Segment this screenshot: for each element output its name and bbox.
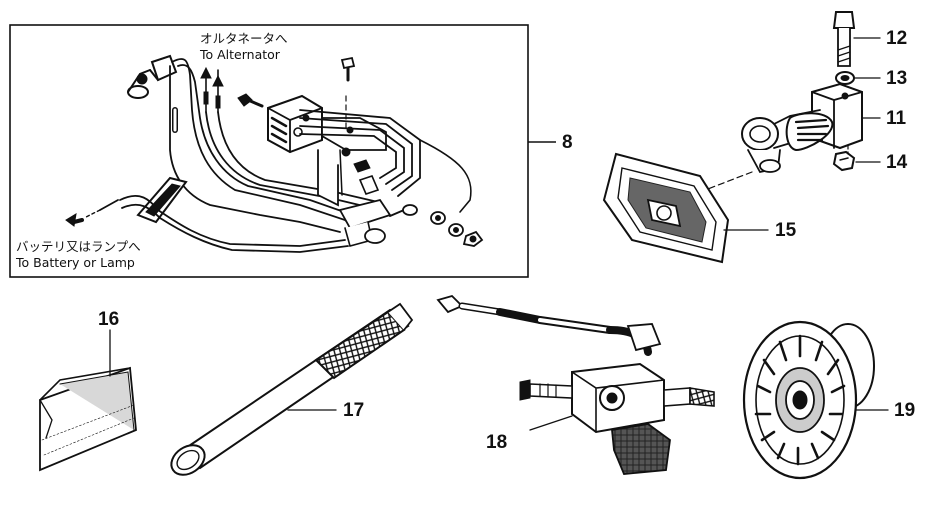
small-bolt: [237, 93, 264, 108]
battery-note-english: To Battery or Lamp: [16, 255, 135, 270]
screw-top: [340, 56, 356, 131]
mounting-bracket-assembly: [602, 11, 881, 264]
callout-number-12: 12: [886, 28, 908, 49]
callout-number-18: 18: [486, 432, 508, 453]
harness-connector-plug: [127, 54, 178, 99]
ball-joint-handle: [741, 112, 834, 174]
harness-bracket: [317, 117, 387, 207]
disc-19: [742, 320, 889, 480]
battery-note-japanese: バッテリ又はランプへ: [16, 239, 141, 254]
wiring-harness-frame: [9, 24, 529, 278]
envelope-16: [39, 329, 137, 472]
washer-13: [835, 71, 881, 85]
callout-number-14: 14: [886, 152, 908, 173]
callout-number-17: 17: [343, 400, 365, 421]
callout-number-13: 13: [886, 68, 908, 89]
callout-number-11: 11: [886, 108, 907, 129]
wiring-harness: [65, 54, 484, 253]
alternator-note-japanese: オルタネータへ: [200, 31, 288, 46]
alternator-note-english: To Alternator: [200, 47, 280, 62]
bolt-12: [832, 11, 881, 67]
callout-number-15: 15: [775, 220, 797, 241]
tester-18: [436, 294, 715, 475]
callout-number-19: 19: [894, 400, 916, 421]
tube-handle-17: [170, 302, 414, 476]
terminal-washers: [389, 204, 484, 247]
nut-14: [832, 145, 881, 172]
fuse-holder: [338, 147, 392, 247]
callout-number-8: 8: [562, 132, 573, 153]
callout-number-16: 16: [98, 309, 120, 330]
grommet: [65, 176, 349, 253]
alternator-arrows: [200, 66, 379, 209]
regulator-block: [267, 94, 323, 154]
base-plate-15: [602, 152, 769, 264]
